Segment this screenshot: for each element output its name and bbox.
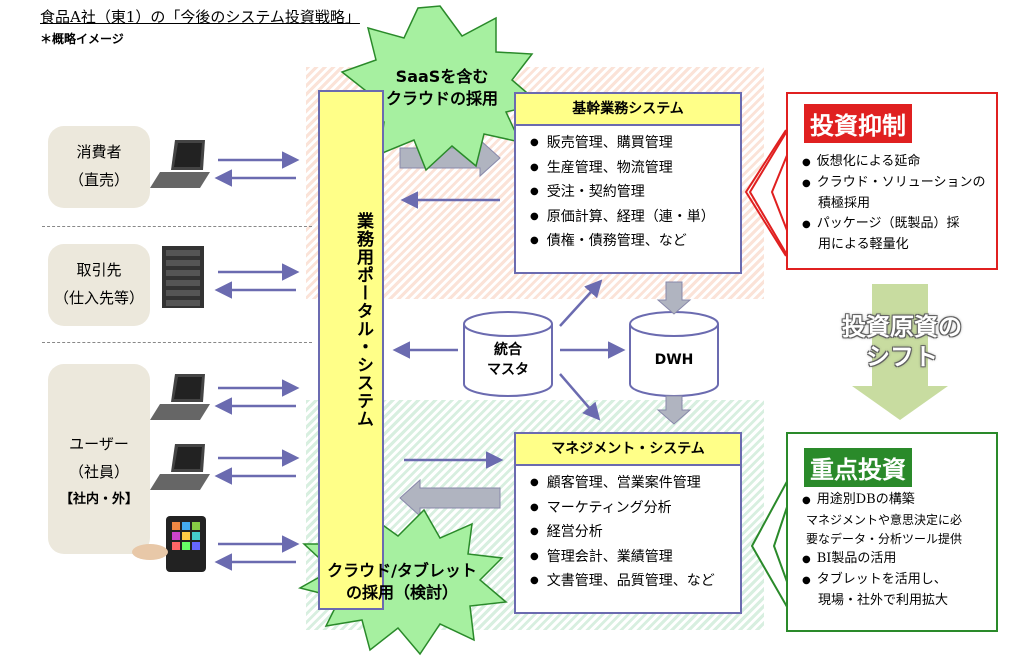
tablet-icon — [132, 516, 206, 572]
master-label-line1: 統合 — [494, 342, 522, 358]
core-system-item: 受注・契約管理 — [530, 181, 740, 206]
actor-user: ユーザー （社員） 【社内・外】 — [48, 364, 150, 554]
star-cloud-label: クラウド/タブレット の採用（検討） — [318, 560, 486, 604]
management-system-item: 顧客管理、営業案件管理 — [530, 472, 740, 497]
master-label: 統合 マスタ — [468, 340, 548, 380]
actor-user-scope: 【社内・外】 — [59, 492, 138, 507]
actor-consumer-sub: （直売） — [68, 171, 129, 189]
suppress-item-text: 用による軽量化 — [818, 237, 909, 252]
priority-item-text: 用途別DBの構築 — [816, 492, 915, 507]
management-system-box: マネジメント・システム 顧客管理、営業案件管理 マーケティング分析 経営分析 管… — [514, 432, 742, 614]
server-icon — [162, 246, 204, 308]
laptop-icon — [150, 444, 210, 490]
suppress-item: ●仮想化による延命 — [802, 154, 921, 169]
star-saas-line1: SaaSを含む — [395, 67, 489, 86]
shift-arrow — [852, 284, 948, 420]
laptop-icon — [150, 140, 210, 188]
priority-note: マネジメントや意思決定に必 — [802, 511, 962, 530]
core-system-header: 基幹業務システム — [516, 94, 740, 126]
actor-user-sub: （社員） — [68, 463, 129, 481]
core-system-item: 生産管理、物流管理 — [530, 157, 740, 182]
suppress-item-text: クラウド・ソリューションの — [816, 175, 986, 190]
priority-item: ●タブレットを活用し、 — [802, 572, 947, 587]
priority-invest-title: 重点投資 — [804, 448, 912, 487]
portal-mgmt-arrows — [399, 451, 504, 518]
suppress-item: ●クラウド・ソリューションの — [802, 175, 986, 190]
invest-suppress-title: 投資抑制 — [804, 104, 912, 143]
page-title: 食品A社（東1）の「今後のシステム投資戦略」 — [40, 8, 360, 26]
portal-label: 業務用ポータル・システム — [353, 212, 373, 428]
panel-brackets — [744, 122, 791, 616]
portal-system: 業務用ポータル・システム — [318, 90, 384, 610]
portal-core-arrows — [399, 138, 501, 209]
dwh-cylinder — [629, 311, 719, 397]
master-label-line2: マスタ — [487, 362, 529, 378]
laptop-icon — [150, 374, 210, 420]
management-system-item: 文書管理、品質管理、など — [530, 570, 740, 595]
divider — [42, 342, 312, 343]
suppress-item-text: 仮想化による延命 — [816, 154, 921, 169]
priority-item: ●用途別DBの構築 — [802, 492, 915, 507]
actor-supplier-label: 取引先 — [76, 261, 122, 279]
suppress-item-text: 積極採用 — [818, 196, 871, 211]
suppress-item: ●パッケージ（既製品）採 — [802, 216, 960, 231]
management-system-item: 経営分析 — [530, 521, 740, 546]
page-subtitle: ＊概略イメージ — [40, 32, 124, 46]
priority-item-cont: 現場・社外で利用拡大 — [802, 591, 962, 611]
star-saas-line2: クラウドの採用 — [385, 89, 498, 108]
priority-item-text: タブレットを活用し、 — [816, 572, 947, 587]
star-burst-saas — [340, 5, 542, 172]
star-cloud-line1: クラウド/タブレット — [327, 561, 477, 580]
priority-note-text: 要なデータ・分析ツール提供 — [806, 532, 963, 546]
dwh-arrows — [656, 281, 692, 425]
priority-note-text: マネジメントや意思決定に必 — [806, 513, 963, 527]
core-system-item: 債権・債務管理、など — [530, 230, 740, 255]
suppress-item-cont: 用による軽量化 — [802, 235, 985, 255]
suppress-item-text: パッケージ（既製品）採 — [816, 216, 960, 231]
priority-note: 要なデータ・分析ツール提供 — [802, 530, 962, 549]
core-system-item: 販売管理、購買管理 — [530, 132, 740, 157]
master-arrows — [392, 279, 626, 421]
management-system-item: 管理会計、業績管理 — [530, 546, 740, 571]
priority-item-text: 現場・社外で利用拡大 — [818, 593, 949, 608]
actor-portal-arrows — [214, 151, 300, 571]
priority-item: ●BI製品の活用 — [802, 551, 897, 566]
invest-suppress-panel: 投資抑制 ●仮想化による延命 ●クラウド・ソリューションの 積極採用 ●パッケー… — [786, 92, 998, 270]
shift-label-line2: シフト — [866, 343, 938, 371]
core-system-box: 基幹業務システム 販売管理、購買管理 生産管理、物流管理 受注・契約管理 原価計… — [514, 92, 742, 274]
priority-item-text: BI製品の活用 — [816, 551, 897, 566]
management-system-item: マーケティング分析 — [530, 497, 740, 522]
actor-supplier-sub: （仕入先等） — [53, 289, 144, 307]
actor-user-label: ユーザー — [69, 435, 129, 453]
core-system-item: 原価計算、経理（連・単） — [530, 206, 740, 231]
dwh-label: DWH — [654, 352, 694, 368]
priority-invest-panel: 重点投資 ●用途別DBの構築 マネジメントや意思決定に必 要なデータ・分析ツール… — [786, 432, 998, 632]
actor-supplier: 取引先 （仕入先等） — [48, 244, 150, 326]
shift-label-line1: 投資原資の — [842, 313, 962, 341]
divider — [42, 226, 312, 227]
master-db-cylinder — [463, 311, 553, 397]
actor-consumer-label: 消費者 — [76, 143, 122, 161]
management-system-header: マネジメント・システム — [516, 434, 740, 466]
actor-consumer: 消費者 （直売） — [48, 126, 150, 208]
shift-label: 投資原資の シフト — [812, 312, 992, 372]
star-saas-label: SaaSを含む クラウドの採用 — [372, 66, 512, 110]
star-cloud-line2: の採用（検討） — [345, 583, 458, 602]
suppress-item-cont: 積極採用 — [802, 194, 985, 214]
